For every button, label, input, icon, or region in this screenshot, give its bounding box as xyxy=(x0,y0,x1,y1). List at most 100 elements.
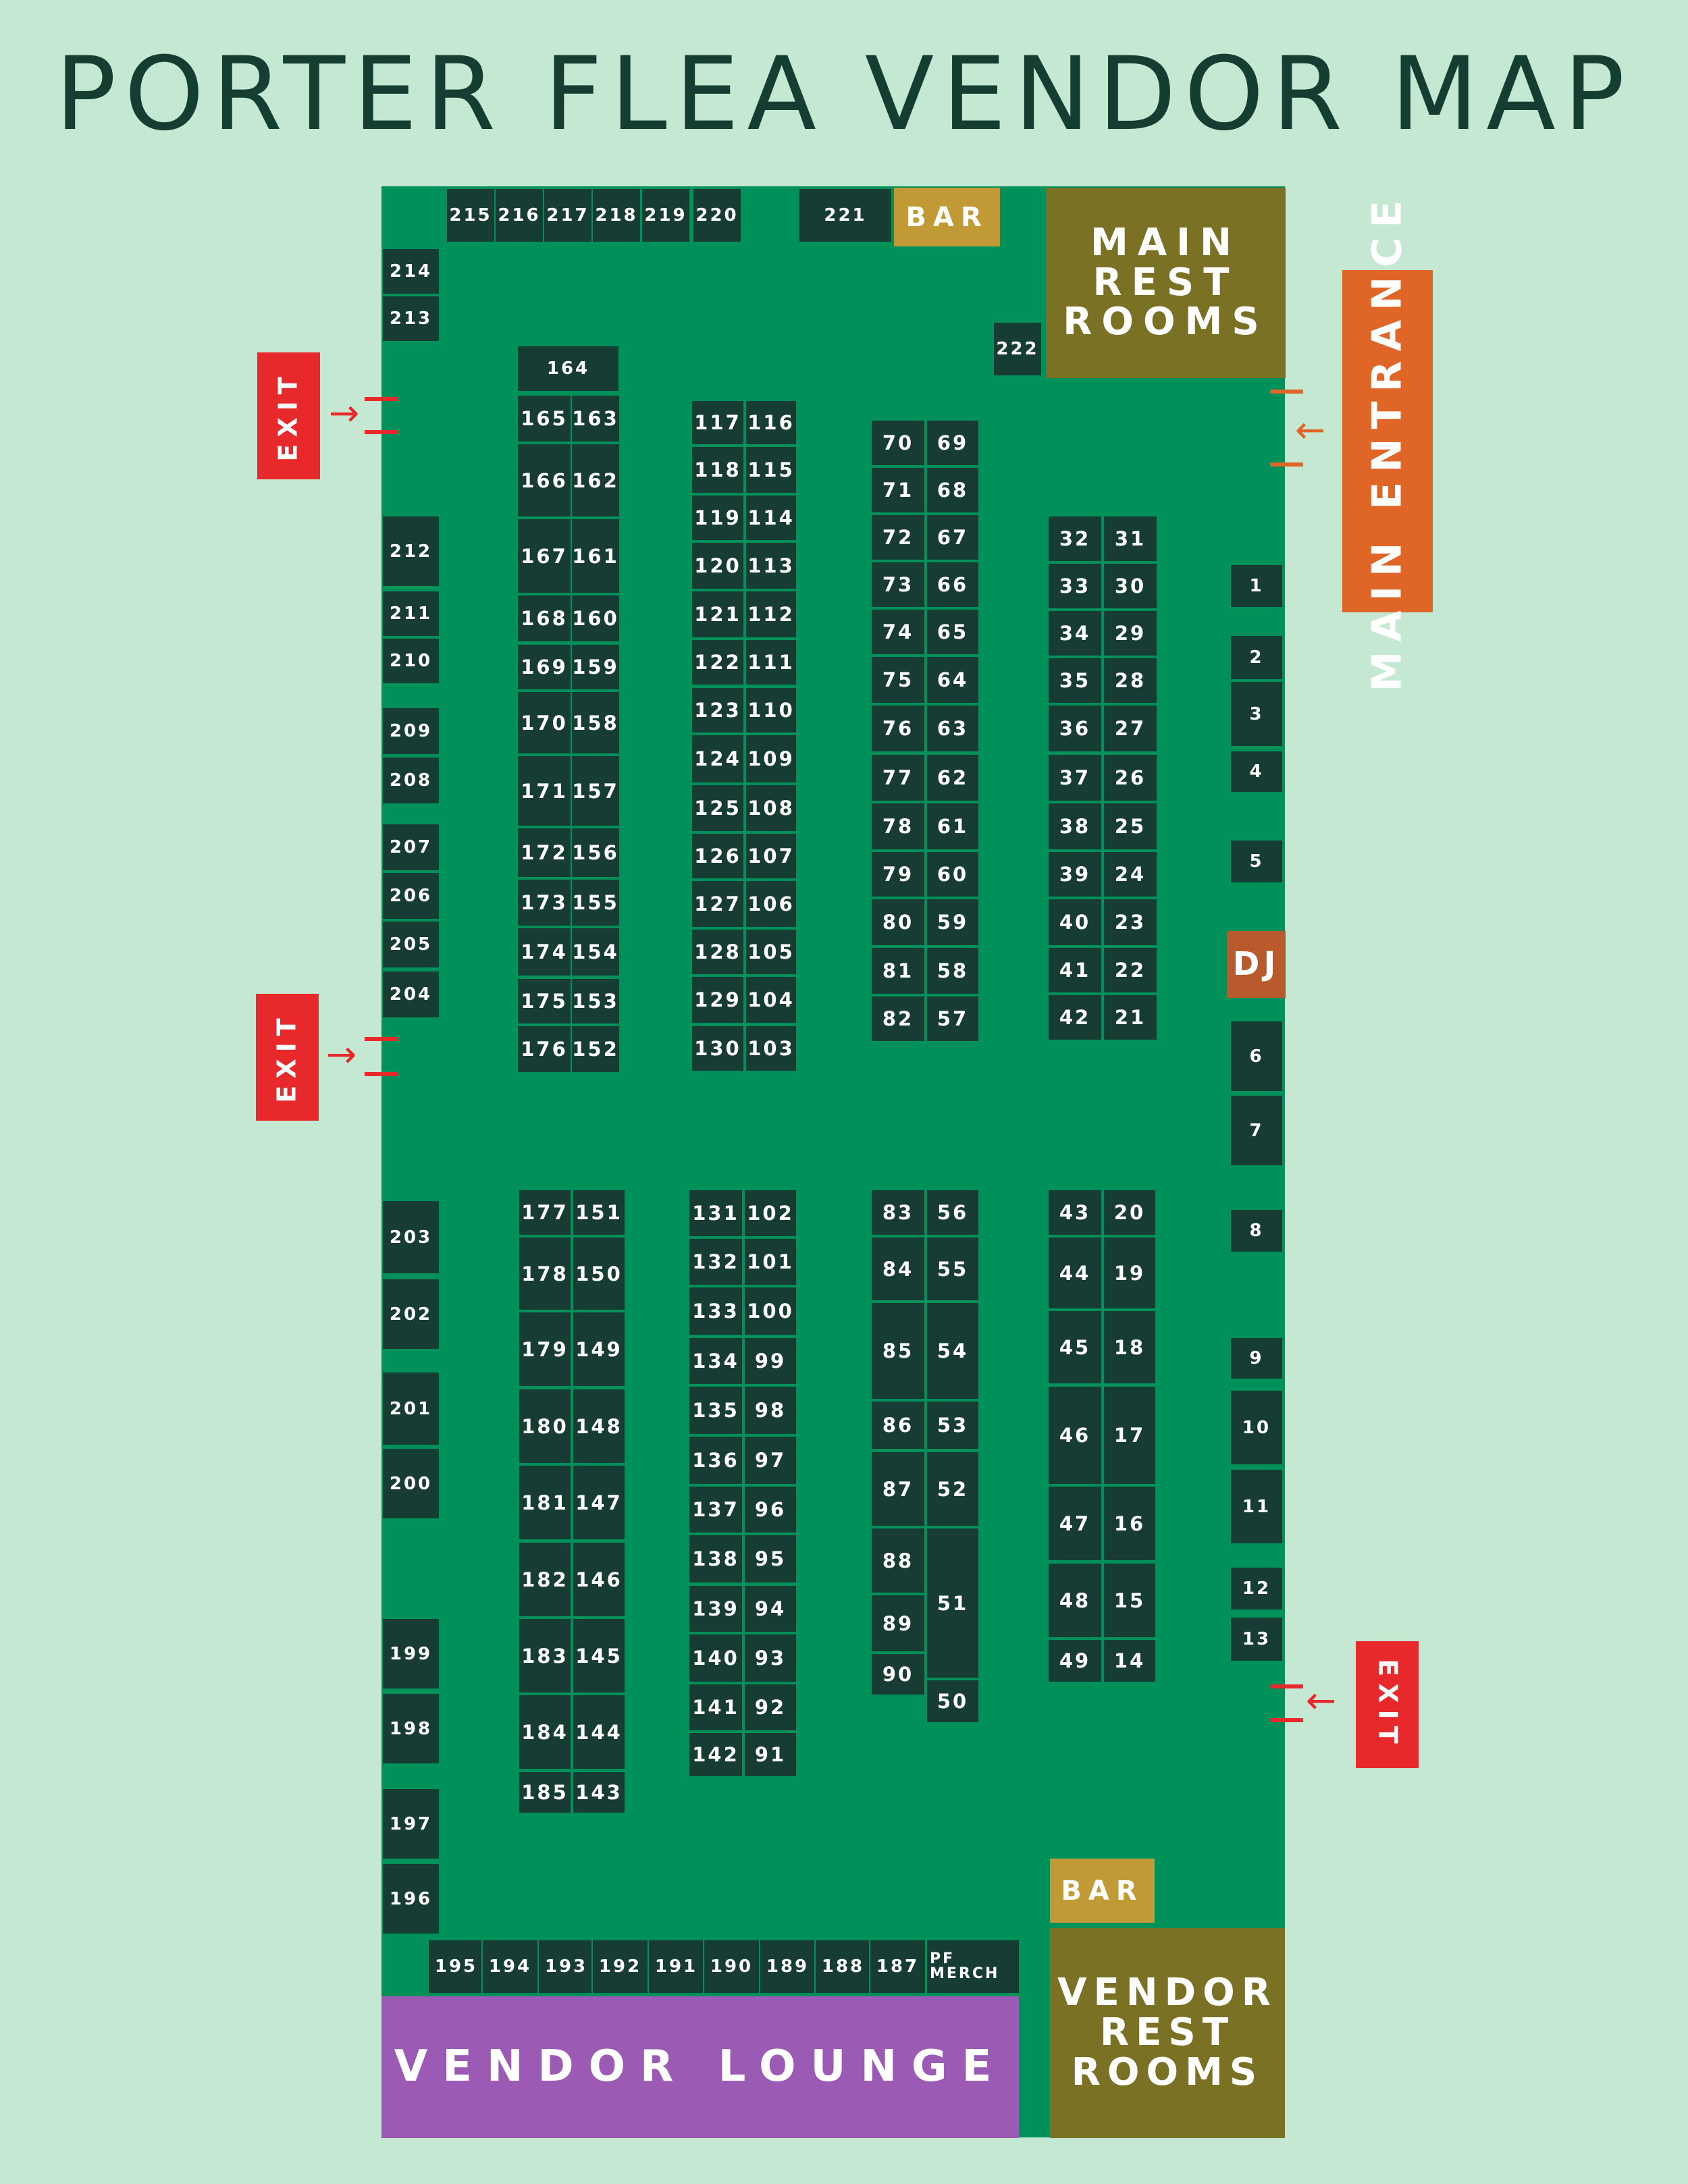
booth-204[interactable]: 204 xyxy=(381,970,440,1019)
booth-212[interactable]: 212 xyxy=(381,515,440,587)
booth-150[interactable]: 150 xyxy=(572,1236,626,1311)
booth-124[interactable]: 124 xyxy=(691,734,745,784)
booth-53[interactable]: 53 xyxy=(926,1400,980,1450)
booth-38[interactable]: 38 xyxy=(1047,802,1103,851)
booth-130[interactable]: 130 xyxy=(691,1025,745,1072)
booth-102[interactable]: 102 xyxy=(743,1189,797,1237)
booth-188[interactable]: 188 xyxy=(814,1939,872,1994)
booth-30[interactable]: 30 xyxy=(1103,562,1158,610)
booth-63[interactable]: 63 xyxy=(926,704,980,753)
booth-213[interactable]: 213 xyxy=(381,295,440,342)
booth-185[interactable]: 185 xyxy=(518,1771,572,1814)
booth-168[interactable]: 168 xyxy=(517,594,572,643)
booth-122[interactable]: 122 xyxy=(691,639,745,686)
booth-36[interactable]: 36 xyxy=(1047,704,1103,753)
booth-3[interactable]: 3 xyxy=(1230,681,1284,747)
booth-19[interactable]: 19 xyxy=(1103,1236,1157,1310)
booth-191[interactable]: 191 xyxy=(648,1939,705,1994)
booth-44[interactable]: 44 xyxy=(1047,1236,1103,1310)
booth-108[interactable]: 108 xyxy=(745,784,797,832)
booth-10[interactable]: 10 xyxy=(1230,1389,1284,1466)
booth-158[interactable]: 158 xyxy=(571,691,621,755)
booth-86[interactable]: 86 xyxy=(870,1400,926,1450)
booth-197[interactable]: 197 xyxy=(381,1788,440,1860)
booth-20[interactable]: 20 xyxy=(1103,1189,1157,1236)
booth-72[interactable]: 72 xyxy=(870,514,926,561)
booth-60[interactable]: 60 xyxy=(926,851,980,898)
booth-137[interactable]: 137 xyxy=(688,1485,743,1534)
booth-99[interactable]: 99 xyxy=(743,1337,797,1385)
booth-190[interactable]: 190 xyxy=(703,1939,760,1994)
booth-174[interactable]: 174 xyxy=(517,927,572,977)
booth-59[interactable]: 59 xyxy=(926,898,980,947)
booth-175[interactable]: 175 xyxy=(517,978,572,1025)
booth-134[interactable]: 134 xyxy=(688,1337,743,1385)
booth-62[interactable]: 62 xyxy=(926,753,980,802)
booth-210[interactable]: 210 xyxy=(381,637,440,685)
booth-222[interactable]: 222 xyxy=(993,321,1043,377)
booth-82[interactable]: 82 xyxy=(870,995,926,1042)
booth-17[interactable]: 17 xyxy=(1103,1385,1157,1485)
booth-202[interactable]: 202 xyxy=(381,1278,440,1350)
booth-66[interactable]: 66 xyxy=(926,561,980,608)
booth-136[interactable]: 136 xyxy=(688,1435,743,1485)
booth-216[interactable]: 216 xyxy=(494,188,544,243)
booth-117[interactable]: 117 xyxy=(691,400,745,446)
booth-198[interactable]: 198 xyxy=(381,1693,440,1765)
booth-9[interactable]: 9 xyxy=(1230,1337,1284,1380)
booth-61[interactable]: 61 xyxy=(926,802,980,851)
booth-88[interactable]: 88 xyxy=(870,1527,926,1594)
booth-141[interactable]: 141 xyxy=(688,1683,743,1732)
booth-110[interactable]: 110 xyxy=(745,687,797,734)
booth-192[interactable]: 192 xyxy=(591,1939,649,1994)
booth-18[interactable]: 18 xyxy=(1103,1310,1157,1385)
booth-184[interactable]: 184 xyxy=(518,1694,572,1770)
booth-65[interactable]: 65 xyxy=(926,608,980,656)
booth-16[interactable]: 16 xyxy=(1103,1485,1157,1562)
booth-96[interactable]: 96 xyxy=(743,1485,797,1534)
booth-207[interactable]: 207 xyxy=(381,823,440,872)
booth-77[interactable]: 77 xyxy=(870,753,926,802)
booth-1[interactable]: 1 xyxy=(1230,564,1284,608)
booth-103[interactable]: 103 xyxy=(745,1025,797,1072)
booth-126[interactable]: 126 xyxy=(691,832,745,880)
booth-199[interactable]: 199 xyxy=(381,1618,440,1690)
booth-37[interactable]: 37 xyxy=(1047,753,1103,802)
booth-111[interactable]: 111 xyxy=(745,639,797,686)
booth-22[interactable]: 22 xyxy=(1103,947,1158,994)
booth-125[interactable]: 125 xyxy=(691,784,745,832)
booth-177[interactable]: 177 xyxy=(518,1189,572,1236)
booth-205[interactable]: 205 xyxy=(381,920,440,969)
booth-8[interactable]: 8 xyxy=(1230,1208,1284,1253)
booth-75[interactable]: 75 xyxy=(870,656,926,704)
booth-27[interactable]: 27 xyxy=(1103,704,1158,753)
booth-21[interactable]: 21 xyxy=(1103,994,1158,1041)
booth-203[interactable]: 203 xyxy=(381,1200,440,1275)
booth-89[interactable]: 89 xyxy=(870,1594,926,1653)
booth-208[interactable]: 208 xyxy=(381,756,440,805)
booth-114[interactable]: 114 xyxy=(745,494,797,541)
booth-179[interactable]: 179 xyxy=(518,1311,572,1387)
booth-79[interactable]: 79 xyxy=(870,851,926,898)
booth-135[interactable]: 135 xyxy=(688,1385,743,1435)
booth-170[interactable]: 170 xyxy=(517,691,572,755)
booth-218[interactable]: 218 xyxy=(591,188,641,243)
booth-182[interactable]: 182 xyxy=(518,1541,572,1618)
booth-23[interactable]: 23 xyxy=(1103,898,1158,947)
booth-214[interactable]: 214 xyxy=(381,248,440,295)
booth-145[interactable]: 145 xyxy=(572,1618,626,1694)
booth-152[interactable]: 152 xyxy=(571,1025,621,1073)
booth-97[interactable]: 97 xyxy=(743,1435,797,1485)
booth-151[interactable]: 151 xyxy=(572,1189,626,1236)
booth-156[interactable]: 156 xyxy=(571,827,621,878)
booth-54[interactable]: 54 xyxy=(926,1302,980,1400)
booth-155[interactable]: 155 xyxy=(571,878,621,927)
booth-220[interactable]: 220 xyxy=(692,188,742,243)
booth-90[interactable]: 90 xyxy=(870,1653,926,1696)
booth-148[interactable]: 148 xyxy=(572,1388,626,1464)
booth-169[interactable]: 169 xyxy=(517,643,572,691)
booth-80[interactable]: 80 xyxy=(870,898,926,947)
booth-15[interactable]: 15 xyxy=(1103,1562,1157,1639)
booth-167[interactable]: 167 xyxy=(517,518,572,594)
booth-101[interactable]: 101 xyxy=(743,1237,797,1286)
